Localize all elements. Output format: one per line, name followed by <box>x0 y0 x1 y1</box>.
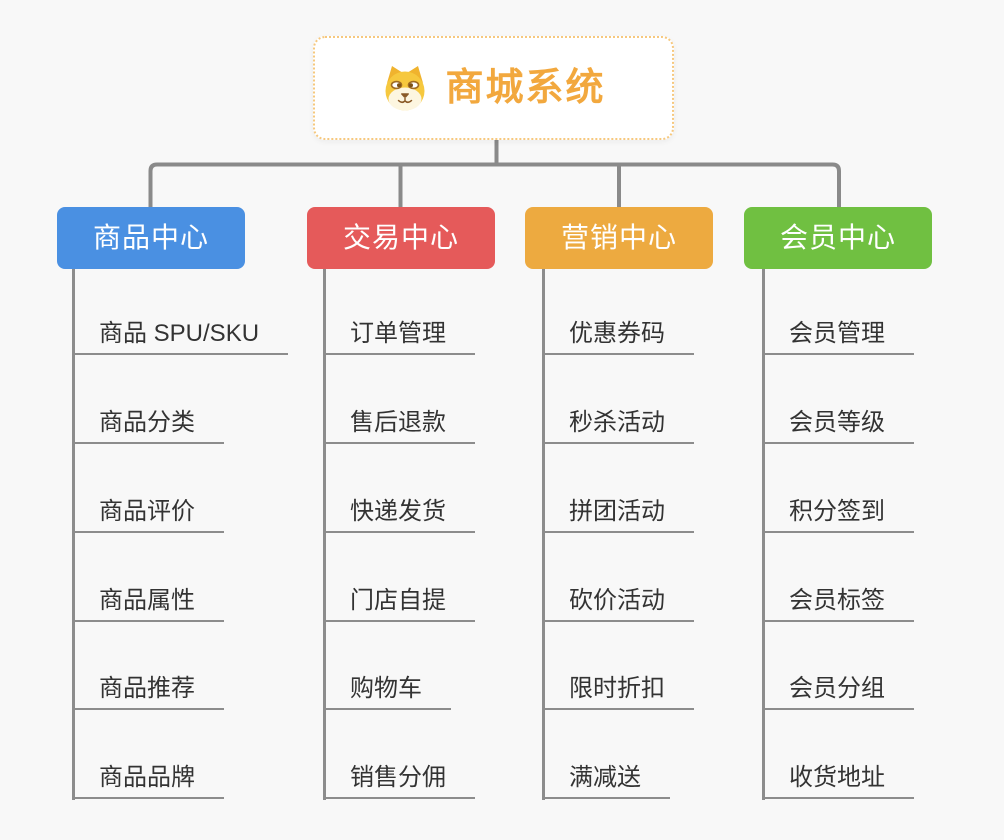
leaf-node[interactable]: 商品评价 <box>72 491 224 533</box>
leaf-node[interactable]: 满减送 <box>542 757 670 799</box>
leaf-node[interactable]: 门店自提 <box>323 580 475 622</box>
leaf-node[interactable]: 商品 SPU/SKU <box>72 313 289 355</box>
leaf-node[interactable]: 砍价活动 <box>542 580 694 622</box>
leaf-node[interactable]: 商品推荐 <box>72 668 224 710</box>
leaf-node[interactable]: 订单管理 <box>323 313 475 355</box>
leaf-node[interactable]: 商品属性 <box>72 580 224 622</box>
leaf-node[interactable]: 会员等级 <box>762 402 914 444</box>
leaf-node[interactable]: 拼团活动 <box>542 491 694 533</box>
leaf-node[interactable]: 优惠券码 <box>542 313 694 355</box>
branch-child-line <box>762 269 765 800</box>
leaf-node[interactable]: 购物车 <box>323 668 451 710</box>
branch-node-member-center[interactable]: 会员中心 <box>744 207 932 269</box>
branch-node-product-center[interactable]: 商品中心 <box>57 207 245 269</box>
leaf-node[interactable]: 会员标签 <box>762 580 914 622</box>
leaf-node[interactable]: 秒杀活动 <box>542 402 694 444</box>
leaf-node[interactable]: 快递发货 <box>323 491 475 533</box>
leaf-node[interactable]: 收货地址 <box>762 757 914 799</box>
leaf-node[interactable]: 销售分佣 <box>323 757 475 799</box>
branch-child-line <box>323 269 326 800</box>
branch-child-line <box>542 269 545 800</box>
leaf-node[interactable]: 积分签到 <box>762 491 914 533</box>
branch-node-trade-center[interactable]: 交易中心 <box>307 207 495 269</box>
leaf-node[interactable]: 会员管理 <box>762 313 914 355</box>
root-title: 商城系统 <box>445 67 606 109</box>
branch-node-marketing-center[interactable]: 营销中心 <box>525 207 713 269</box>
branch-child-line <box>72 269 75 800</box>
leaf-node[interactable]: 限时折扣 <box>542 668 694 710</box>
leaf-node[interactable]: 商品品牌 <box>72 757 224 799</box>
leaf-node[interactable]: 售后退款 <box>323 402 475 444</box>
root-node[interactable]: 商城系统 <box>313 36 674 140</box>
leaf-node[interactable]: 商品分类 <box>72 402 224 444</box>
shiba-dog-icon <box>385 66 425 111</box>
leaf-node[interactable]: 会员分组 <box>762 668 914 710</box>
